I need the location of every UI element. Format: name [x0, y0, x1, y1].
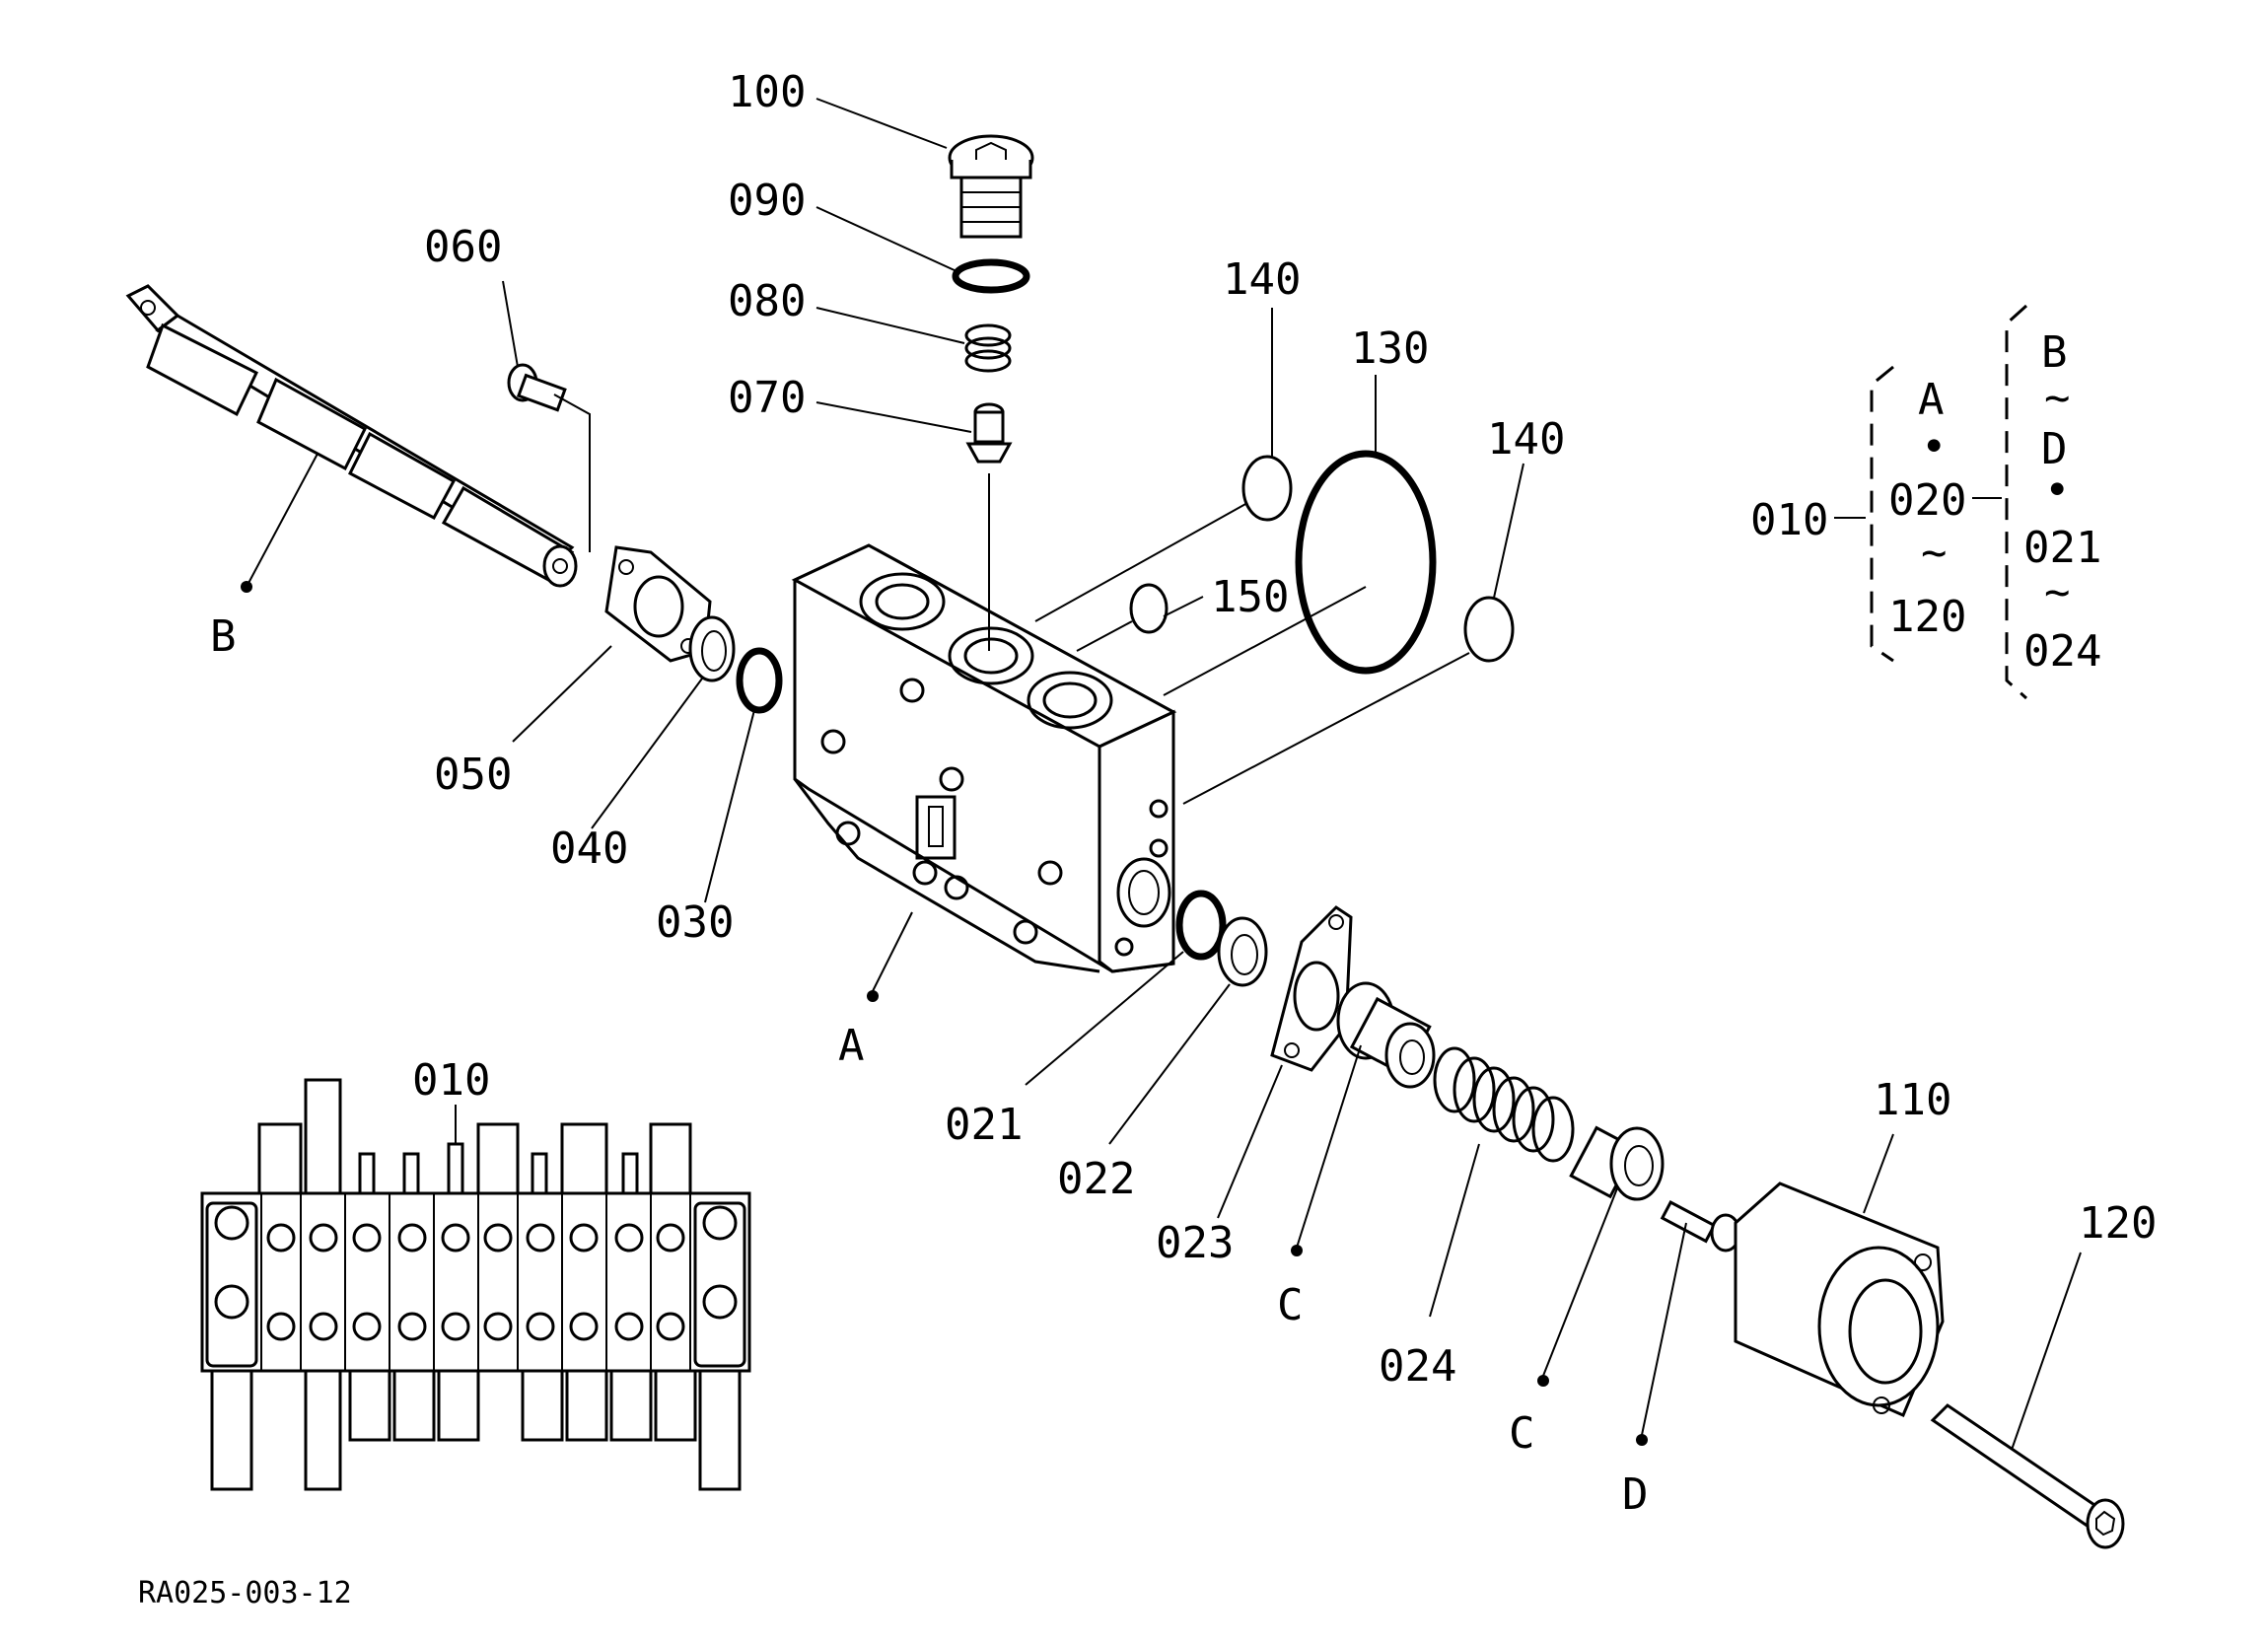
valve-body-A: [791, 543, 1177, 973]
legend-right-5: ~: [2044, 567, 2071, 617]
label-120: 120: [2079, 1198, 2157, 1249]
seat-C: [1569, 1125, 1665, 1201]
leader-lines: [246, 98, 2082, 1451]
label-080: 080: [728, 276, 806, 326]
legend-left-0: A: [1918, 375, 1945, 425]
spool-assembly: [125, 284, 578, 588]
label-010-inset: 010: [412, 1055, 490, 1106]
label-030: 030: [656, 897, 734, 948]
ref-dot-D: [1636, 1434, 1648, 1446]
screw-060: [507, 363, 567, 412]
legend-right-1: ~: [2044, 373, 2071, 423]
drawing-code: RA025-003-12: [138, 1576, 352, 1611]
label-024: 024: [1379, 1341, 1456, 1392]
legend-left-2: 020: [1888, 475, 1966, 526]
label-100: 100: [728, 67, 806, 117]
label-060: 060: [424, 222, 502, 272]
label-140-right: 140: [1487, 414, 1565, 465]
label-130: 130: [1351, 323, 1429, 374]
label-ref-D: D: [1622, 1469, 1649, 1520]
oring-150: [1129, 583, 1169, 634]
legend-left-4: 120: [1888, 592, 1966, 642]
oring-021: [1175, 890, 1227, 961]
label-ref-B: B: [210, 611, 237, 662]
oring-090: [952, 258, 1030, 294]
ref-dot-A: [867, 990, 879, 1002]
spring-024: [1433, 1046, 1575, 1163]
legend-right-2: D: [2041, 424, 2068, 474]
spring-080: [964, 323, 1012, 373]
plug-100: [948, 134, 1034, 239]
legend-right-4: 021: [2023, 523, 2101, 573]
oring-130: [1295, 450, 1437, 675]
ref-dot-C1: [1291, 1245, 1303, 1256]
oring-030: [736, 647, 783, 714]
ref-dot-C2: [1537, 1375, 1549, 1387]
label-ref-C2: C: [1509, 1408, 1535, 1459]
ref-dot-B: [241, 581, 252, 593]
flange-023: [1270, 905, 1353, 1072]
label-040: 040: [550, 824, 628, 874]
label-ref-A: A: [838, 1021, 865, 1071]
label-070: 070: [728, 373, 806, 423]
legend-left-3: ~: [1921, 528, 1948, 578]
legend-right-3: •: [2044, 465, 2071, 516]
legend-kit-no: 010: [1750, 495, 1828, 545]
label-090: 090: [728, 176, 806, 226]
legend-left-1: •: [1921, 422, 1948, 472]
label-140-left: 140: [1223, 254, 1301, 305]
screw-D: [1660, 1200, 1741, 1253]
cover-110: [1734, 1182, 1945, 1417]
label-150: 150: [1211, 572, 1289, 622]
label-022: 022: [1057, 1154, 1135, 1204]
label-023: 023: [1156, 1218, 1234, 1268]
kit-legend: 010 A • 020 ~ 120 B ~ D • 021 ~ 024: [1750, 304, 2101, 700]
legend-right-6: 024: [2023, 626, 2101, 677]
label-021: 021: [945, 1100, 1023, 1150]
oring-140-right: [1463, 596, 1515, 663]
label-ref-C1: C: [1277, 1280, 1304, 1330]
label-110: 110: [1874, 1075, 1951, 1125]
piston-C: [1336, 981, 1436, 1089]
oring-140-left: [1241, 455, 1293, 522]
bolt-120: [1930, 1403, 2125, 1549]
legend-right-0: B: [2041, 327, 2068, 378]
label-050: 050: [434, 750, 512, 800]
poppet-070: [965, 402, 1013, 464]
inset-control-valve: 010: [200, 1055, 751, 1491]
